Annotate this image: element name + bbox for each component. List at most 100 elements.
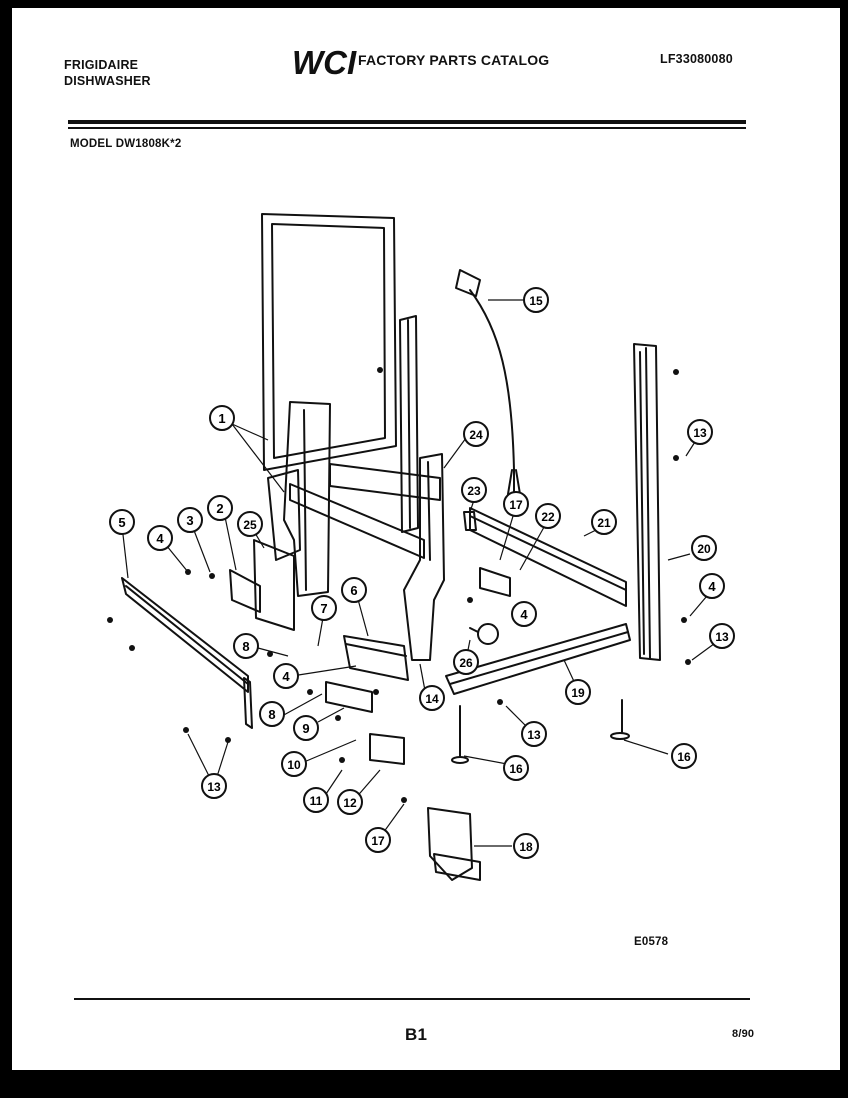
callout-4-left: 4 <box>147 525 173 551</box>
svg-text:15: 15 <box>529 294 543 308</box>
footer-rule <box>74 998 750 1000</box>
catalog-part-number: LF33080080 <box>660 52 733 66</box>
knob <box>469 623 499 645</box>
bracket-23 <box>463 511 477 531</box>
svg-text:1: 1 <box>218 411 225 426</box>
callout-16-right: 16 <box>671 743 697 769</box>
callout-19: 19 <box>565 679 591 705</box>
brand-name: FRIGIDAIRE <box>64 58 139 72</box>
svg-text:4: 4 <box>708 579 716 594</box>
svg-text:3: 3 <box>186 513 193 528</box>
bracket-2 <box>229 569 261 613</box>
svg-text:5: 5 <box>118 515 125 530</box>
front-rail-19 <box>445 623 631 695</box>
hinge-bracket-left <box>267 401 331 597</box>
model-number: MODEL DW1808K*2 <box>70 138 182 150</box>
callout-5: 5 <box>109 509 135 535</box>
svg-text:9: 9 <box>302 721 309 736</box>
svg-text:24: 24 <box>469 428 483 442</box>
svg-text:26: 26 <box>459 656 473 670</box>
callout-12: 12 <box>337 789 363 815</box>
rail-21 <box>469 507 627 607</box>
svg-text:13: 13 <box>207 780 221 794</box>
svg-text:13: 13 <box>527 728 541 742</box>
callout-6: 6 <box>341 577 367 603</box>
svg-text:11: 11 <box>310 794 323 808</box>
callout-18: 18 <box>513 833 539 859</box>
switch-12 <box>369 733 405 765</box>
svg-text:13: 13 <box>693 426 707 440</box>
svg-text:23: 23 <box>467 484 481 498</box>
svg-text:2: 2 <box>216 501 223 516</box>
svg-text:6: 6 <box>350 583 357 598</box>
callout-17-lower: 17 <box>365 827 391 853</box>
upper-cross-rail <box>289 463 441 559</box>
left-rail-5 <box>121 577 253 729</box>
svg-text:4: 4 <box>282 669 290 684</box>
leader-lines <box>121 299 723 847</box>
callout-17-upper: 17 <box>503 491 529 517</box>
callout-10: 10 <box>281 751 307 777</box>
callout-8-lower: 8 <box>259 701 285 727</box>
callout-14: 14 <box>419 685 445 711</box>
callout-22: 22 <box>535 503 561 529</box>
svg-text:12: 12 <box>343 796 357 810</box>
bracket-6 <box>343 635 409 681</box>
leveling-leg-16 <box>451 699 630 764</box>
callout-2: 2 <box>207 495 233 521</box>
rear-upright <box>399 315 419 533</box>
door-frame <box>261 213 397 471</box>
callout-13-center: 13 <box>521 721 547 747</box>
terminal-block-9 <box>325 681 373 713</box>
callout-8-upper: 8 <box>233 633 259 659</box>
svg-text:8: 8 <box>268 707 275 722</box>
callout-25: 25 <box>237 511 263 537</box>
callout-4-mid: 4 <box>273 663 299 689</box>
drawing-code: E0578 <box>634 936 669 948</box>
callout-15: 15 <box>523 287 549 313</box>
header-rule-thin <box>68 127 746 129</box>
catalog-title: FACTORY PARTS CATALOG <box>358 52 550 68</box>
svg-text:22: 22 <box>541 510 555 524</box>
svg-text:7: 7 <box>320 601 327 616</box>
center-upright <box>403 453 445 661</box>
svg-text:16: 16 <box>509 762 523 776</box>
corner-upright-20 <box>633 343 661 661</box>
callout-9: 9 <box>293 715 319 741</box>
callout-1: 1 <box>209 405 235 431</box>
svg-text:8: 8 <box>242 639 249 654</box>
wci-logo: WCI <box>292 44 357 80</box>
callout-3: 3 <box>177 507 203 533</box>
svg-text:13: 13 <box>715 630 729 644</box>
svg-text:21: 21 <box>597 516 611 530</box>
callout-labels: 1 2 3 4 5 25 6 7 8 4 8 9 10 11 12 13 14 … <box>109 287 735 859</box>
svg-text:14: 14 <box>425 692 439 706</box>
callout-21: 21 <box>591 509 617 535</box>
callout-7: 7 <box>311 595 337 621</box>
callout-11: 11 <box>303 787 329 813</box>
svg-text:17: 17 <box>371 834 385 848</box>
power-cord-15 <box>455 269 521 495</box>
svg-text:16: 16 <box>677 750 691 764</box>
shield-25 <box>253 539 295 631</box>
callout-4-center: 4 <box>511 601 537 627</box>
callout-26: 26 <box>453 649 479 675</box>
callout-23: 23 <box>461 477 487 503</box>
svg-text:25: 25 <box>243 518 257 532</box>
svg-text:18: 18 <box>519 840 533 854</box>
callout-13-right: 13 <box>709 623 735 649</box>
svg-text:19: 19 <box>571 686 585 700</box>
callout-16-center: 16 <box>503 755 529 781</box>
callout-13-left: 13 <box>201 773 227 799</box>
svg-text:17: 17 <box>509 498 523 512</box>
svg-text:20: 20 <box>697 542 711 556</box>
header-rule-thick <box>68 120 746 124</box>
switch-assembly-18 <box>427 807 481 881</box>
callout-4-right: 4 <box>699 573 725 599</box>
callout-13-upper-right: 13 <box>687 419 713 445</box>
svg-text:WCI: WCI <box>292 44 357 80</box>
bracket-22 <box>479 567 511 597</box>
callout-20: 20 <box>691 535 717 561</box>
svg-text:10: 10 <box>287 758 301 772</box>
